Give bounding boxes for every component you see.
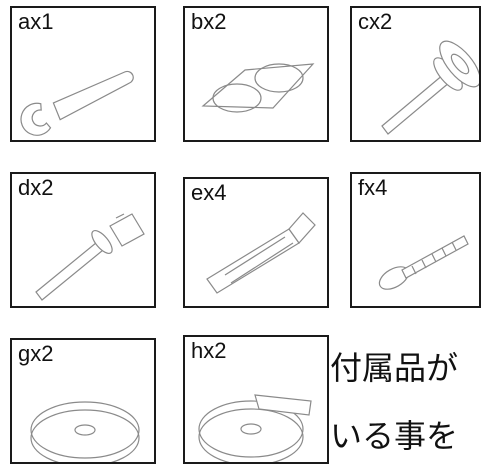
adhesive-pads-icon — [201, 63, 315, 113]
part-a-card: ax1 — [10, 6, 156, 142]
part-c-card: cx2 — [350, 6, 481, 142]
part-f-label: fx4 — [358, 175, 388, 200]
part-b-card: bx2 — [183, 6, 329, 142]
note-line-1: 付属品が — [330, 349, 459, 387]
part-c-label: cx2 — [358, 9, 393, 34]
bolt-washer-icon — [381, 40, 479, 135]
part-a-label: ax1 — [18, 9, 54, 34]
part-h-label: hx2 — [191, 338, 227, 363]
part-f-card: fx4 — [350, 172, 481, 308]
part-e-card: ex4 — [183, 177, 329, 308]
part-g-card: gx2 — [10, 338, 156, 464]
part-g-label: gx2 — [18, 341, 54, 366]
bolt-bracket-icon — [35, 213, 145, 301]
wrench-icon — [20, 70, 134, 136]
part-d-label: dx2 — [18, 175, 54, 200]
part-e-label: ex4 — [191, 180, 227, 205]
part-d-card: dx2 — [10, 172, 156, 308]
part-b-label: bx2 — [191, 9, 227, 34]
note-line-2: いる事を — [330, 417, 459, 455]
part-h-card: hx2 — [183, 335, 329, 464]
base-with-clip-icon — [198, 394, 312, 462]
round-base-icon — [30, 401, 140, 462]
wall-anchor-icon — [206, 212, 316, 294]
screw-icon — [378, 235, 469, 290]
